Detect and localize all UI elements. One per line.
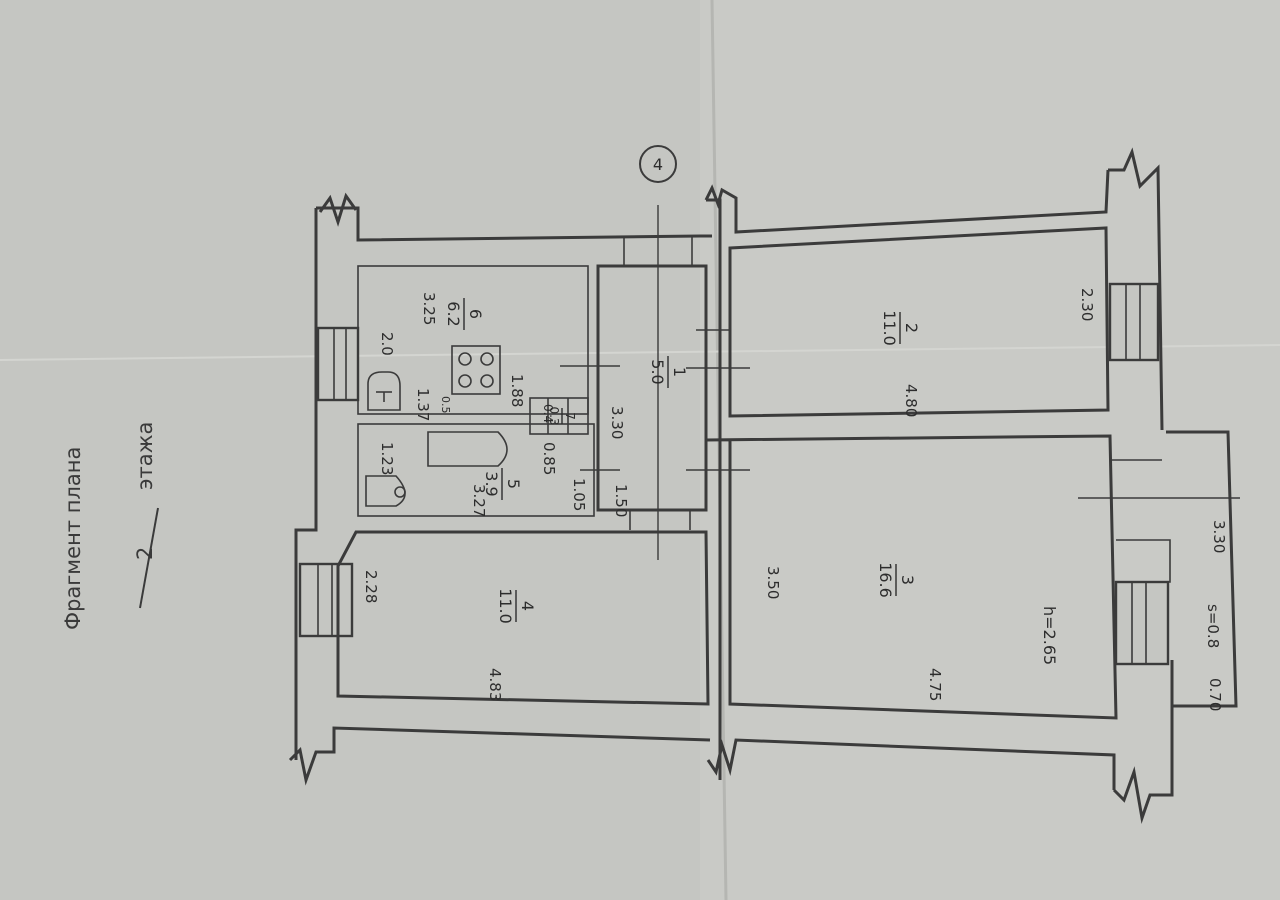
title-line1: Фрагмент плана [61, 447, 85, 630]
dimension-labels: 3.25 2.0 1.88 1.37 0.5 0.4 3.30 1.50 1.2… [362, 288, 1228, 711]
room-4-number: 4 [518, 601, 537, 611]
room-3-number: 3 [898, 575, 917, 585]
room-2 [728, 226, 1110, 418]
dim-kitchen-length: 3.25 [420, 292, 438, 325]
title-line2: этажа [133, 422, 157, 490]
dim-bath-length: 3.27 [470, 484, 488, 517]
room-4-label: 411.0 [496, 588, 537, 624]
dim-room4-length: 4.83 [486, 668, 504, 701]
dim-room2-length: 4.80 [902, 384, 920, 417]
room-3-label: 316.6 [876, 562, 917, 598]
dim-hall-width: 1.50 [612, 484, 630, 517]
dim-room4-width: 2.28 [362, 570, 380, 603]
dim-kitchen-inner: 1.88 [508, 374, 526, 407]
room-3-area: 16.6 [876, 562, 895, 598]
dim-room3-length: 4.75 [926, 668, 944, 701]
room-2-area: 11.0 [880, 310, 899, 346]
room-7-number: 7 [563, 412, 577, 420]
dim-ceiling-height: h=2.65 [1040, 606, 1059, 665]
dim-kitchen-toilet: 1.37 [414, 388, 432, 421]
room-4-area: 11.0 [496, 588, 515, 624]
room-5-area: 3.9 [482, 471, 501, 496]
dim-room2-width: 2.30 [1078, 288, 1096, 321]
title-underline [139, 507, 159, 609]
room-4 [336, 530, 710, 706]
room-6-area: 6.2 [444, 301, 463, 326]
room-3 [705, 434, 1162, 720]
dim-balcony-length: 3.30 [1210, 520, 1228, 553]
dim-bath-niche: 0.85 [540, 442, 558, 475]
room-1-hall [596, 236, 750, 530]
room-1-label: 15.0 [648, 356, 689, 388]
dim-room3-width: 3.50 [764, 566, 782, 599]
dim-kitchen-width: 2.0 [378, 332, 396, 356]
room-6-kitchen [357, 265, 620, 415]
exterior-walls [288, 147, 1174, 824]
dim-bath-width: 1.23 [378, 442, 396, 475]
room-5-number: 5 [504, 479, 523, 489]
room-1-area: 5.0 [648, 359, 667, 384]
axis-marker-label: 4 [653, 155, 663, 174]
dim-balcony-area: s=0.8 [1204, 604, 1222, 648]
room-6-number: 6 [466, 309, 485, 319]
dim-balcony-width: 0.70 [1206, 678, 1224, 711]
dim-closet: 0.4 [541, 404, 555, 423]
dim-bath-door: 1.05 [570, 478, 588, 511]
plan-title: Фрагмент плана 2 этажа [61, 422, 159, 630]
room-7-closet [529, 397, 589, 435]
room-5-label: 53.9 [482, 468, 523, 500]
axis-marker: 4 [639, 145, 677, 560]
dim-kitchen-step: 0.5 [439, 396, 452, 414]
room-7-label: 70.3 [547, 406, 577, 425]
room-1-number: 1 [670, 367, 689, 377]
title-floor-number: 2 [133, 547, 157, 560]
room-2-number: 2 [902, 323, 921, 333]
room-6-label: 66.2 [444, 298, 485, 330]
dim-hall: 3.30 [608, 406, 626, 439]
room-7-area: 0.3 [547, 406, 561, 425]
room-5-bathroom [357, 423, 620, 517]
room-2-label: 211.0 [880, 310, 921, 346]
balcony [1078, 430, 1240, 708]
